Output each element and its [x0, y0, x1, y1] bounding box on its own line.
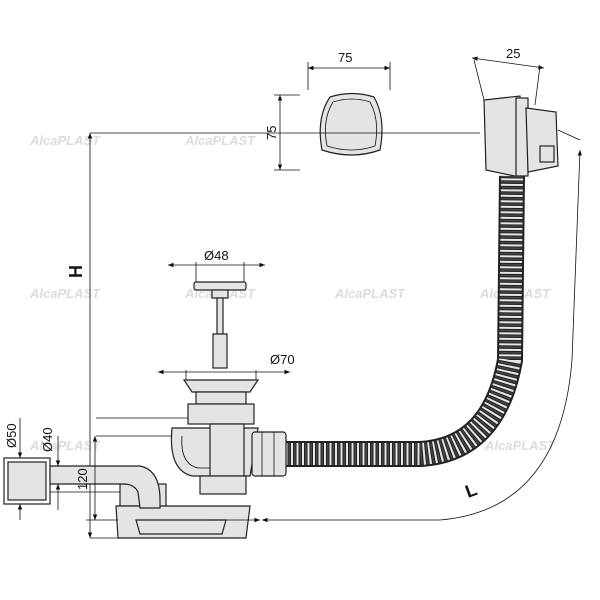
length-dimension: [262, 149, 583, 523]
overflow-depth-label: 25: [506, 46, 520, 61]
watermark-1: AlcaPLAST: [29, 133, 101, 148]
watermark-10: AlcaPLAST: [484, 438, 556, 453]
outlet-height-label: 120: [75, 468, 90, 490]
overflow-cap: [274, 62, 391, 171]
drain-body: [96, 403, 260, 539]
length-label: L: [463, 479, 480, 502]
height-label: H: [66, 265, 86, 278]
cap-width-label: 75: [338, 50, 352, 65]
watermark-5: AlcaPLAST: [334, 286, 406, 301]
outlet-inner-diameter-label: Ø40: [40, 427, 55, 452]
watermark-7: AlcaPLAST: [29, 438, 101, 453]
drain-plug: [168, 262, 265, 369]
overflow-head: [471, 56, 581, 179]
drain-flange: [158, 369, 290, 405]
outlet-outer-diameter-label: Ø50: [4, 423, 19, 448]
outlet-elbow: [3, 418, 161, 521]
flange-diameter-label: Ø70: [270, 352, 295, 367]
watermark-2: AlcaPLAST: [184, 133, 256, 148]
watermarks: AlcaPLAST AlcaPLAST AlcaPLAST AlcaPLAST …: [29, 133, 556, 453]
flexible-hose: [251, 175, 525, 477]
watermark-3: AlcaPLAST: [29, 286, 101, 301]
plug-diameter-label: Ø48: [204, 248, 229, 263]
